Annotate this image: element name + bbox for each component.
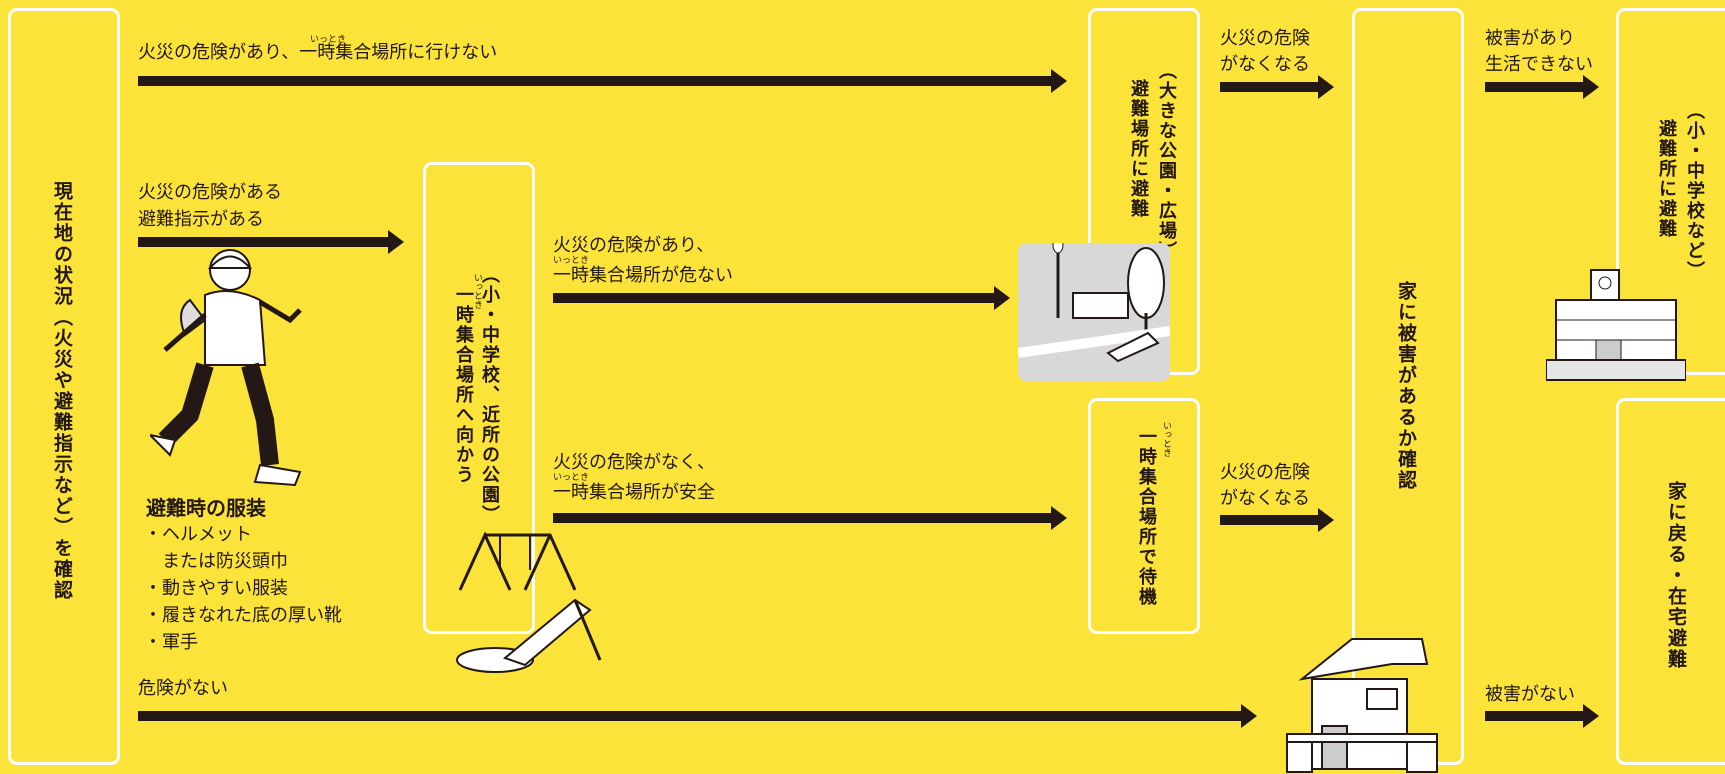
evacuation-site-label-1: （大きな公園・広場） — [1156, 61, 1177, 261]
school-illustration — [1546, 269, 1686, 381]
temp-safe-ruby: いっとき — [553, 473, 590, 483]
no-fire-lower-line2: がなくなる — [1220, 488, 1310, 509]
temp-gathering-label-1: （小・中学校、近所の公園） — [479, 265, 500, 525]
arrow-top — [138, 69, 1067, 93]
wait-box: 一時集合場所で待機 いっとき — [1088, 398, 1200, 634]
flow-middle-line1: 火災の危険がある — [138, 182, 282, 203]
return-home-label: 家に戻る・在宅避難 — [1665, 481, 1687, 670]
home-check-label: 家に被害があるか確認 — [1395, 281, 1417, 491]
arrow-temp-danger — [553, 286, 1010, 310]
arrow-middle — [138, 230, 404, 254]
arrow-bottom — [138, 704, 1257, 728]
house-illustration — [1286, 638, 1438, 773]
arrow-temp-safe — [553, 506, 1067, 530]
temp-gathering-label-2: 一時集合場所へ向かう — [453, 285, 474, 485]
evacuee-illustration — [150, 249, 302, 487]
no-fire-upper-line1: 火災の危険 — [1220, 28, 1310, 49]
wait-box-ruby: いっとき — [1161, 421, 1171, 457]
wait-box-label: 一時集合場所で待機 — [1136, 427, 1157, 607]
shelter-label-2: 避難所に避難 — [1656, 119, 1677, 239]
temp-danger-line2: 一時集合場所が危ない — [553, 265, 733, 286]
clothing-title: 避難時の服装 — [146, 496, 266, 520]
return-home-box: 家に戻る・在宅避難 — [1616, 398, 1725, 765]
flow-bottom-label: 危険がない — [138, 678, 228, 699]
shelter-label-1: （小・中学校など） — [1684, 101, 1705, 281]
temp-danger-ruby: いっとき — [553, 256, 590, 266]
flow-middle-line2: 避難指示がある — [138, 209, 264, 230]
clothing-item: ・ヘルメット — [144, 524, 252, 545]
temp-gathering-box: （小・中学校、近所の公園） 一時集合場所へ向かう いっとき — [423, 162, 535, 634]
playground-illustration — [456, 531, 602, 673]
arrow-no-fire-upper — [1220, 75, 1334, 99]
no-fire-upper-line2: がなくなる — [1220, 54, 1310, 75]
flow-top-label-text: 火災の危険があり、一時集合場所に行けない — [138, 42, 498, 63]
clothing-item: ・動きやすい服装 — [144, 578, 288, 599]
damage-no: 被害がない — [1485, 684, 1575, 705]
no-fire-lower-line1: 火災の危険 — [1220, 462, 1310, 483]
evacuation-site-label-2: 避難場所に避難 — [1128, 79, 1149, 219]
start-box-label: 現在地の状況（火災や避難指示など）を確認 — [51, 181, 73, 601]
clothing-list: ・ヘルメット または防災頭巾 ・動きやすい服装 ・履きなれた底の厚い靴 ・軍手 — [144, 521, 342, 656]
shelter-box: （小・中学校など） 避難所に避難 — [1616, 8, 1725, 375]
damage-yes-line1: 被害があり — [1485, 28, 1575, 49]
temp-safe-line2: 一時集合場所が安全 — [553, 482, 715, 503]
park-illustration — [1018, 243, 1170, 381]
temp-danger-line1: 火災の危険があり、 — [553, 235, 715, 256]
temp-gathering-ruby: いっとき — [472, 273, 482, 309]
start-box: 現在地の状況（火災や避難指示など）を確認 — [8, 8, 120, 765]
damage-yes-line2: 生活できない — [1485, 54, 1593, 75]
clothing-item: または防災頭巾 — [144, 551, 288, 572]
clothing-item: ・軍手 — [144, 632, 198, 653]
flow-top-ruby: いっとき — [310, 35, 347, 45]
flow-top-label: 火災の危険があり、一時集合場所に行けない — [138, 40, 497, 66]
clothing-item: ・履きなれた底の厚い靴 — [144, 605, 342, 626]
arrow-no-fire-lower — [1220, 508, 1334, 532]
arrow-damage-no — [1485, 704, 1599, 728]
arrow-damage-yes — [1485, 75, 1599, 99]
temp-safe-line1: 火災の危険がなく、 — [553, 452, 715, 473]
